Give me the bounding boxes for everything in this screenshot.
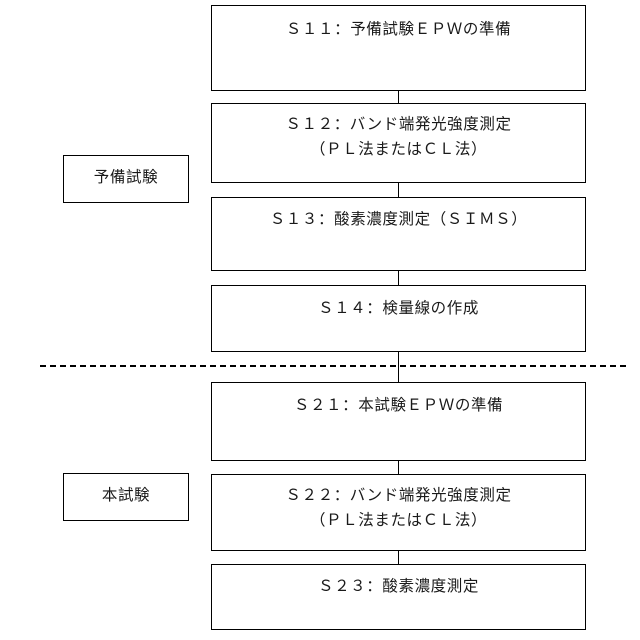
phase-label-preliminary: 予備試験 [93, 169, 159, 186]
step-label-s22-line1: Ｓ２２：バンド端発光強度測定 [285, 487, 512, 504]
step-box-s23[interactable]: Ｓ２３：酸素濃度測定 [211, 564, 586, 630]
step-label-s23-line1: Ｓ２３：酸素濃度測定 [317, 578, 479, 595]
connector-s21-s22 [398, 461, 399, 474]
step-label-s14-line1: Ｓ１４：検量線の作成 [317, 300, 479, 317]
phase-label-main: 本試験 [101, 487, 151, 504]
step-box-s13[interactable]: Ｓ１３：酸素濃度測定（ＳＩＭＳ） [211, 197, 586, 271]
step-label-s11-line1: Ｓ１１：予備試験ＥＰＷの準備 [285, 21, 512, 38]
step-box-s21[interactable]: Ｓ２１：本試験ＥＰＷの準備 [211, 382, 586, 461]
step-box-s14[interactable]: Ｓ１４：検量線の作成 [211, 285, 586, 352]
step-box-s12[interactable]: Ｓ１２：バンド端発光強度測定 （ＰＬ法またはＣＬ法） [211, 103, 586, 183]
step-label-s21-line1: Ｓ２１：本試験ＥＰＷの準備 [293, 397, 504, 414]
step-label-s22-line2: （ＰＬ法またはＣＬ法） [309, 512, 488, 530]
connector-s14-s21 [398, 352, 399, 382]
connector-s12-s13 [398, 183, 399, 197]
step-label-s13-line1: Ｓ１３：酸素濃度測定（ＳＩＭＳ） [269, 211, 528, 228]
step-box-s22[interactable]: Ｓ２２：バンド端発光強度測定 （ＰＬ法またはＣＬ法） [211, 474, 586, 551]
connector-s13-s14 [398, 271, 399, 285]
phase-separator [40, 365, 626, 367]
step-box-s11[interactable]: Ｓ１１：予備試験ＥＰＷの準備 [211, 5, 586, 91]
step-label-s12-line2: （ＰＬ法またはＣＬ法） [309, 141, 488, 159]
step-label-s12-line1: Ｓ１２：バンド端発光強度測定 [285, 116, 512, 133]
phase-box-preliminary[interactable]: 予備試験 [63, 155, 189, 203]
phase-box-main[interactable]: 本試験 [63, 473, 189, 521]
connector-s11-s12 [398, 91, 399, 103]
connector-s22-s23 [398, 551, 399, 564]
